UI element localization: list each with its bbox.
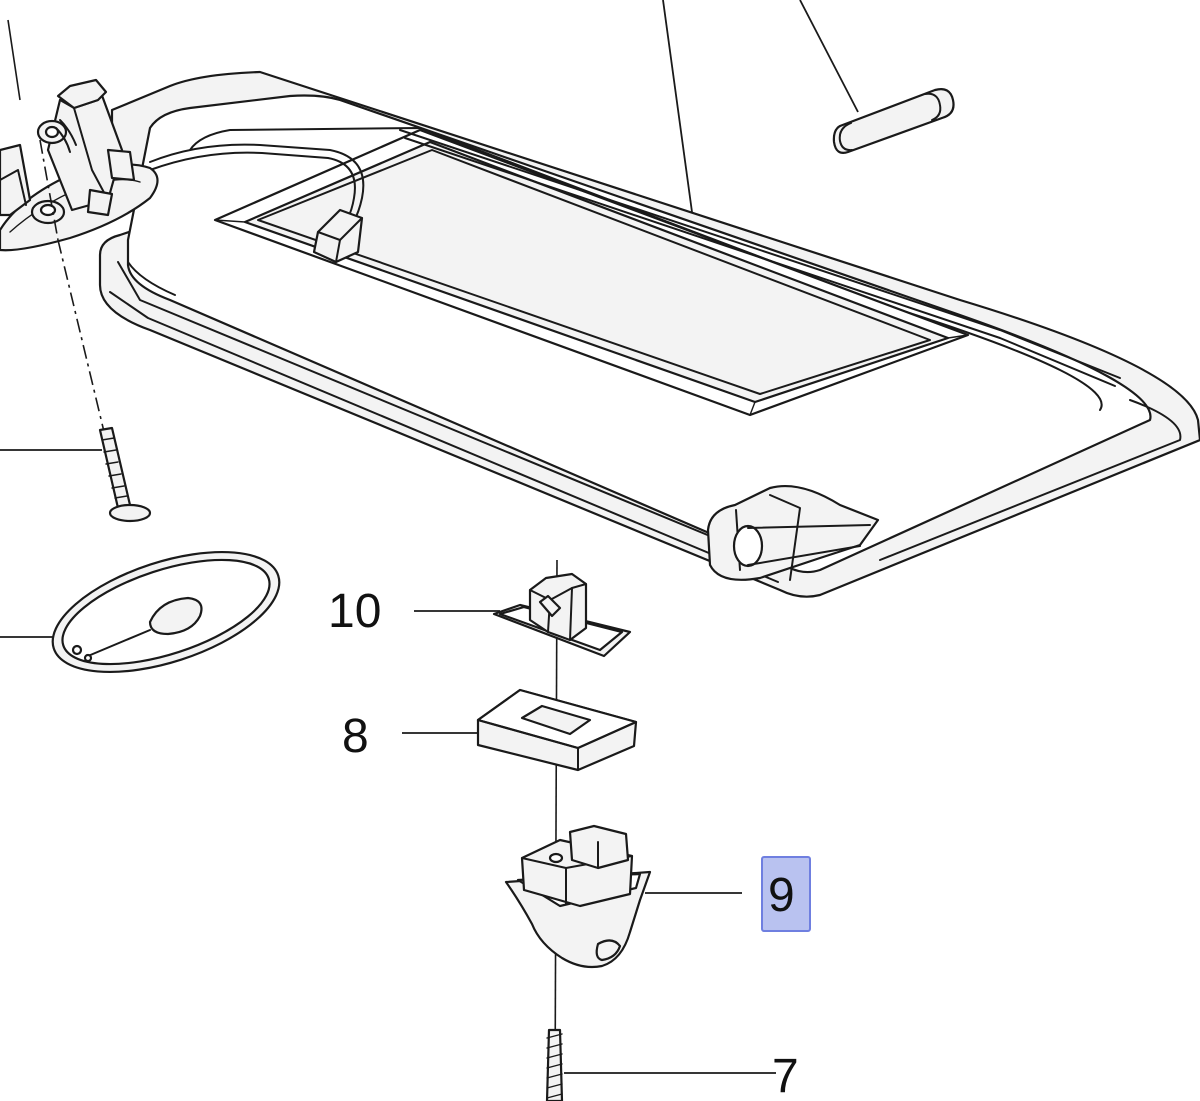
callout-label-8: 8 [342,710,369,763]
visor-pivot-bracket[interactable] [0,78,159,252]
part-10-retaining-clip[interactable] [492,572,632,658]
part-8-callout[interactable]: 8 [342,710,478,763]
part-7-screw[interactable] [545,1028,564,1101]
pivot-cover-cap[interactable] [0,528,294,696]
part-7-callout[interactable]: 7 [564,1050,799,1101]
assembly-axis-left [7,19,107,441]
visor-rod-end[interactable] [706,484,880,581]
part-9-callout[interactable]: 9 [645,856,811,932]
screw-left[interactable] [0,426,152,523]
sun-visor-body[interactable] [98,70,1200,598]
top-leader-lines [662,0,859,213]
selected-callout-highlight [761,856,811,932]
part-10-callout[interactable]: 10 [328,585,500,638]
callout-label-7: 7 [772,1050,799,1101]
callout-label-10: 10 [328,585,381,638]
visor-connector[interactable] [312,208,364,264]
part-8-pad[interactable] [476,688,638,772]
callout-label-9: 9 [768,869,795,922]
fuse-part[interactable] [832,88,955,154]
assembly-axis-center [554,559,558,1101]
part-9-holder-hook[interactable] [504,824,652,969]
